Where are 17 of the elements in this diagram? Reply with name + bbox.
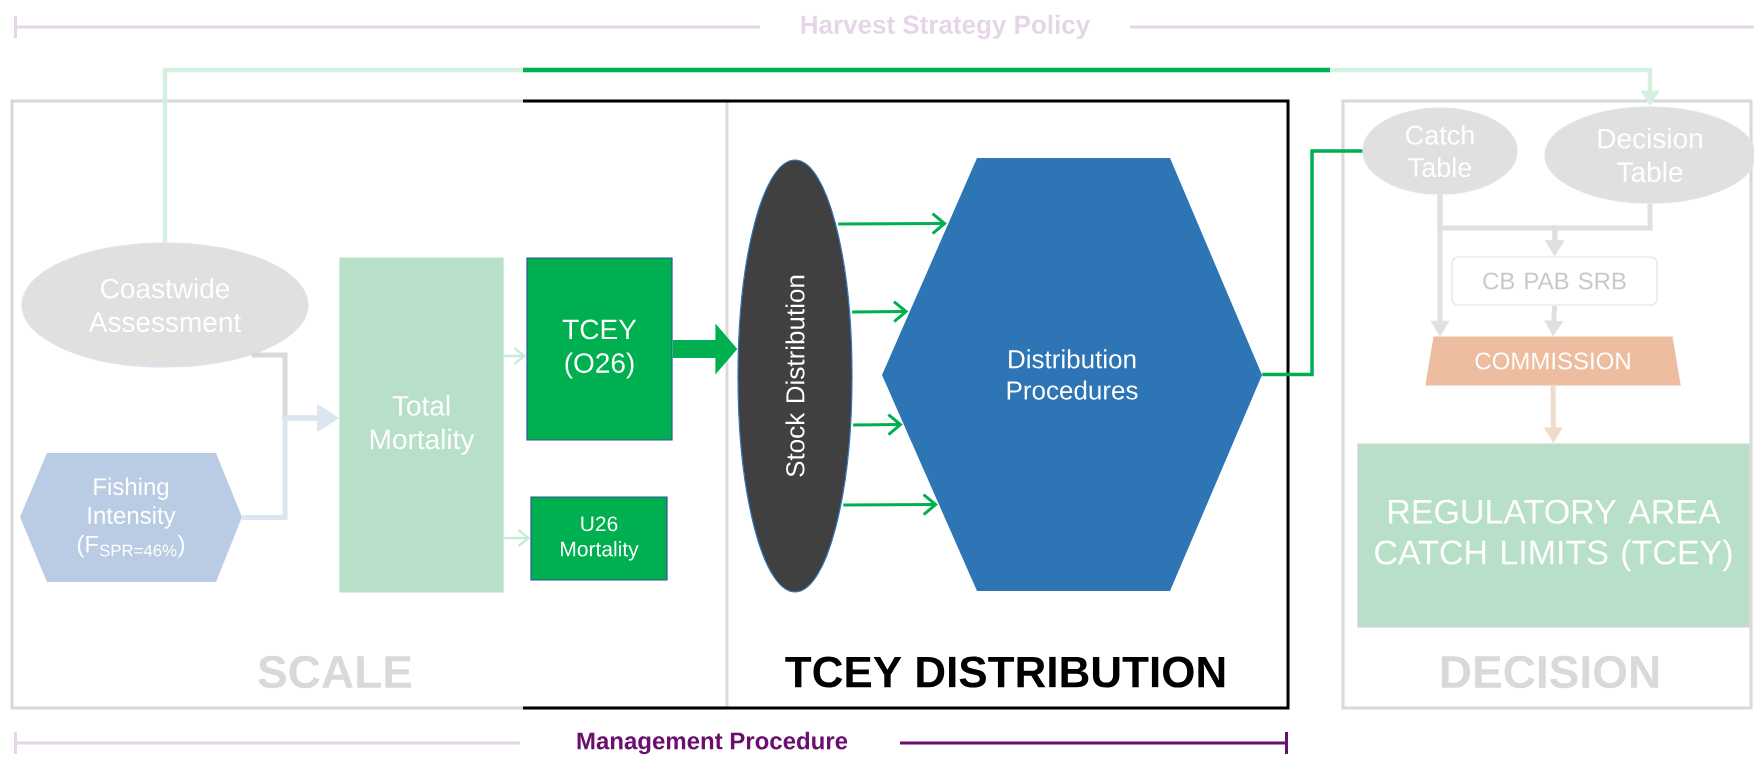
arrow: [503, 529, 531, 547]
process-box: TCEY (O26): [526, 257, 673, 441]
arrow: [853, 413, 903, 436]
arrow: [503, 347, 527, 365]
process-box: Total Mortality: [339, 257, 504, 593]
connector-line: [1262, 149, 1363, 377]
bracket-label: Management Procedure: [577, 731, 848, 755]
process-box: REGULATORY AREA CATCH LIMITS (TCEY): [1357, 443, 1750, 628]
process-box: U26 Mortality: [530, 496, 668, 581]
arrow: [843, 493, 938, 516]
hexagon-node: Fishing Intensity (F$_{SPR=46%}$): [20, 453, 242, 582]
trapezoid-node: COMMISSION: [1425, 336, 1681, 386]
hexagon-node: Distribution Procedures: [882, 158, 1262, 591]
ellipse-node: Stock Distribution: [737, 159, 853, 593]
arrow: [838, 212, 947, 235]
arrow: [852, 300, 909, 323]
arrow: [162, 67, 1660, 243]
